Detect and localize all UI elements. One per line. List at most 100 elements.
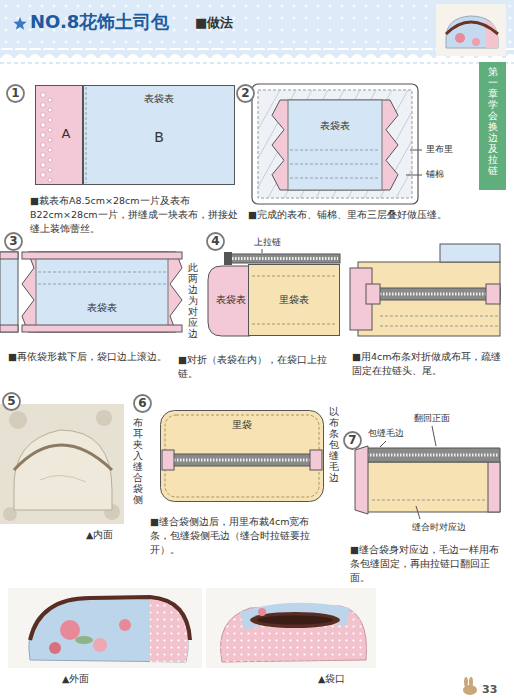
step-number: 7 [343,431,362,450]
bag-photo-thumb [455,33,465,43]
quilted-layers [396,90,412,198]
outside-photo [8,588,202,668]
opening-photo [206,588,376,668]
step-number: 6 [133,394,152,413]
part-label: 表袋表 [320,120,350,132]
opening-photo [240,603,350,630]
note-label: 以布条包缝毛边 [329,406,339,483]
step-number: 3 [4,232,23,251]
step-number: 4 [206,232,225,251]
lining-pouch: 里袋 [160,410,324,502]
step-number-outline [237,85,254,102]
quilted-layers [258,90,412,198]
inside-photo [9,411,27,429]
fabric-piece-outline [41,163,46,168]
part-label: 里布里 [426,143,453,156]
step-caption: ■完成的表布、铺棉、里布三层叠好做压缝。 [248,208,473,222]
part-label: 铺棉 [426,168,444,181]
fabric-piece-outline [48,168,52,172]
fabric-piece-outline [48,118,52,122]
outside-photo [119,619,131,631]
chapter-title: 第一章 学会换边及拉链 [488,66,498,176]
inside-photo [14,445,112,470]
header-band [0,0,514,58]
quilted-layers [252,84,418,204]
fabric-piece-outline [41,143,46,148]
lining-piece-outline [252,276,336,277]
fabric-tab-figure [486,284,500,304]
fabric-piece-outline [41,93,46,98]
fabric-tab-figure [380,326,498,327]
part-label: 翻回正面 [414,412,450,425]
fabric-piece-outline [86,87,87,183]
note-label: 此两边为对应边 [188,262,198,339]
cut-piece-edge [0,252,18,332]
quilted-layers [258,90,412,198]
lining-pouch-outline [172,454,312,466]
rabbit-icon [463,677,477,695]
fabric-piece-outline [48,138,52,142]
fabric-piece-outline [41,113,46,118]
lining-pouch-outline [165,415,319,497]
finished-pouch-figure [364,454,498,457]
chapter-band-outline [479,62,506,190]
fabric-piece-outline [48,178,52,182]
lining-piece-outline [252,324,336,325]
step-number-outline [134,395,151,412]
quilted-layers [220,84,456,204]
outer-piece-outline [208,266,250,336]
bag-photo-thumb [436,4,506,56]
fabric-piece-outline [48,98,52,102]
fabric-tab-figure [358,262,500,336]
lining-piece-outline [249,265,340,336]
callout-number: 6 [138,397,146,411]
fabric-piece-outline [48,128,52,132]
bag-piece-outline [22,252,182,332]
outside-photo [150,598,188,662]
step-caption: ■再依袋形裁下后，袋口边上滚边。 [8,350,173,364]
inside-photo [40,475,86,482]
callout-number: 4 [211,235,219,249]
step-number: 2 [236,84,255,103]
lining-pouch-outline [161,411,324,502]
bag-photo-thumb [446,22,498,34]
quilted-panel-outline [272,100,398,190]
quilted-panel: 表袋表 [272,100,398,190]
step-caption: ■用4cm布条对折做成布耳，疏缝固定在拉链头、尾。 [352,350,504,378]
quilted-panel-outline [290,178,380,179]
page-title: NO.8花饰土司包 [30,10,169,34]
cut-piece-edge [0,325,18,332]
callout-number: 3 [9,235,17,249]
bag-piece-outline [22,252,182,259]
outside-photo [75,636,93,644]
part-label: 包缝毛边 [368,427,404,440]
fabric-piece-outline [41,133,46,138]
fabric-tab-figure [440,244,500,262]
finished-pouch-figure [362,462,500,512]
quilted-panel-outline [272,100,398,190]
zipper [224,249,340,265]
zipper [230,254,340,263]
cut-piece-edge [0,252,18,259]
step-number-outline [5,233,22,250]
inside-photo [96,410,112,426]
outside-photo [49,642,61,654]
title-star [13,17,26,30]
zipper [232,257,338,260]
finished-pouch-figure [416,506,420,519]
callout-number: 7 [348,434,356,448]
fabric-piece-outline [41,123,46,128]
part-label: 表袋表 [216,294,246,306]
callout-number: 5 [7,395,15,409]
note-label: 布耳夹入缝合袋侧 [133,417,143,505]
finished-pouch-figure [362,448,500,462]
lining-pouch-outline [162,450,174,470]
part-label: 缝合时对应边 [412,521,466,534]
fabric-tab-figure [350,244,500,336]
finished-pouch-figure [432,426,436,446]
bag-piece-outline [38,284,166,285]
section-heading: ■做法 [195,14,233,33]
finished-pouch-figure [372,500,486,501]
